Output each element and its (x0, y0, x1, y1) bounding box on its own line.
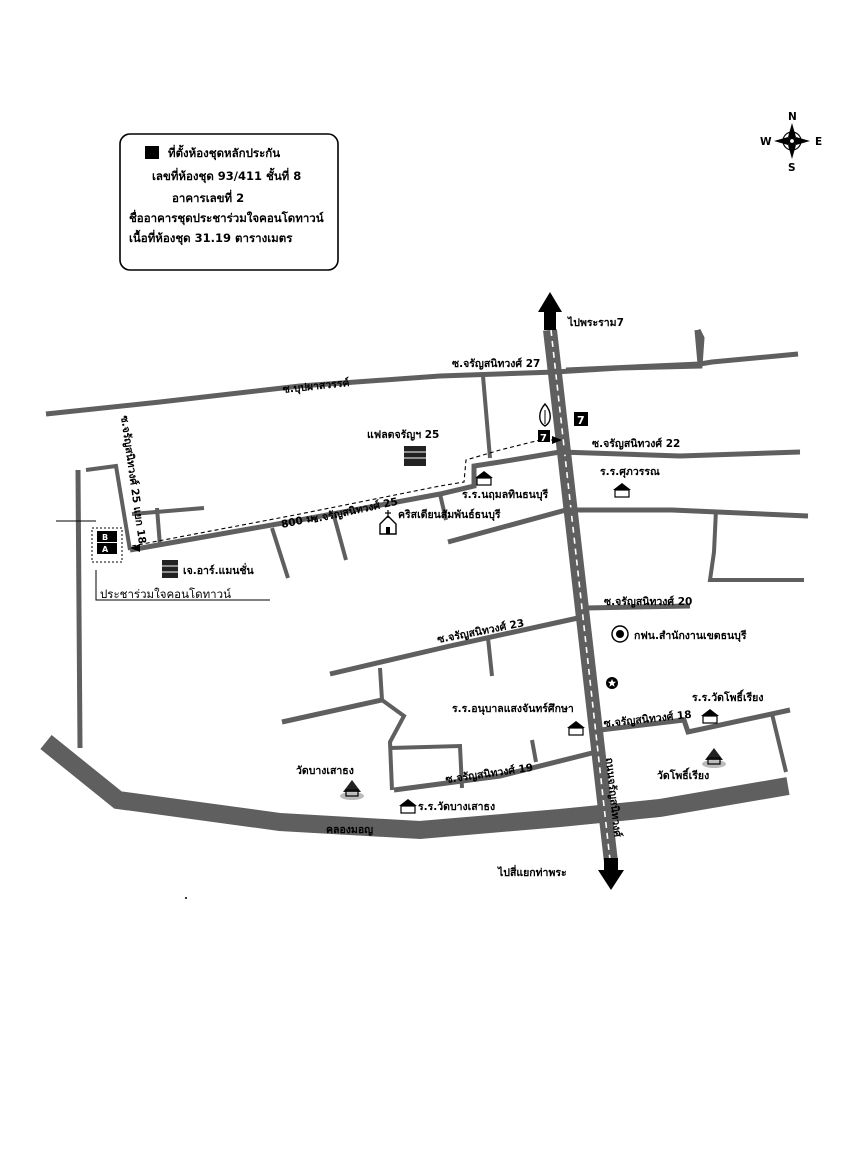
road-left-stub (131, 506, 205, 516)
road-soi25-branch3 (438, 493, 448, 521)
label-to-thapra: ไปสี่แยกท่าพระ (497, 864, 567, 879)
legend-title: ที่ตั้งห้องชุดหลักประกัน (168, 144, 280, 161)
road-soi-23 (329, 615, 579, 677)
label-charan25: ซ.จรัญสนิทวงศ์ 25 (310, 495, 399, 526)
legend-box (119, 133, 339, 271)
road-left-lane (75, 469, 83, 749)
compass-s: S (788, 162, 796, 174)
label-canal: คลองมอญ (326, 824, 373, 836)
label-charan22: ซ.จรัญสนิทวงศ์ 22 (592, 437, 680, 450)
label-school-naruemol: ร.ร.นฤมลทินธนบุรี (462, 488, 548, 502)
label-church: คริสเตียนสัมพันธ์ธนบุรี (398, 508, 501, 522)
label-school-wat-bang: ร.ร.วัดบางเสาธง (418, 801, 495, 813)
legend-marker-icon (145, 146, 159, 159)
road-soi25-branch1 (270, 527, 290, 579)
callout-line (95, 570, 270, 601)
compass-e: E (815, 136, 822, 148)
label-kindergarten: ร.ร.อนุบาลแสงจันทร์ศึกษา (452, 702, 574, 716)
road-church (447, 507, 809, 545)
church-icon (379, 510, 397, 535)
label-charan25-18: ซ.จรัญสนิทวงศ์ 25 แยก 18 (118, 415, 149, 545)
building-icon (404, 446, 426, 466)
road-soi-25 (129, 449, 561, 553)
road-east-loop (707, 509, 804, 582)
arrow-down-icon (598, 858, 624, 890)
school-icon (475, 471, 493, 486)
label-pea-office: กฟน.สำนักงานเขตธนบุรี (634, 629, 747, 643)
svg-text:7: 7 (540, 433, 547, 444)
office-emblem-icon (611, 625, 629, 643)
legend-room-no: เลขที่ห้องชุด 93/411 ชั้นที่ 8 (152, 167, 301, 184)
police-icon (606, 677, 618, 689)
condo-location (91, 527, 123, 563)
temple-icon (702, 748, 726, 768)
road-soi-20 (584, 603, 691, 611)
label-charan19: ซ.จรัญสนิทวงศ์ 19 (445, 761, 534, 786)
legend-building-no: อาคารเลขที่ 2 (172, 189, 244, 205)
stray-dot (185, 897, 187, 899)
road-north-east (565, 351, 799, 373)
road-soi23-loop (378, 667, 407, 791)
convenience-store-icon: 7 (574, 412, 588, 427)
arrow-up-icon (538, 292, 562, 330)
school-icon (399, 799, 417, 814)
route-arrow-left-icon (130, 544, 140, 552)
label-distance: 800 ม. (280, 512, 318, 531)
label-school-wat-pho: ร.ร.วัดโพธิ์เรียง (692, 689, 763, 704)
temple-icon (340, 780, 364, 800)
building-icon (162, 560, 178, 578)
compass-n: N (788, 111, 797, 123)
road-bupphasawan (45, 328, 705, 417)
road-soi18-branch (770, 713, 788, 773)
school-icon (567, 721, 585, 736)
label-to-rama7: ไปพระราม7 (567, 316, 624, 329)
route-arrow-icon (552, 436, 562, 444)
road-left-stub2 (155, 507, 162, 547)
road-soi-18 (599, 707, 791, 735)
school-icon (701, 709, 719, 724)
svg-text:7: 7 (577, 414, 585, 427)
road-soi19-stub (530, 739, 538, 763)
convenience-store-icon: 7 (538, 430, 550, 444)
compass-icon (774, 123, 810, 159)
road-soi-22 (559, 449, 801, 459)
label-jr-mansion: เจ.อาร์.แมนชั่น (183, 562, 255, 577)
label-prachar-condo: ประชาร่วมใจคอนโดทาวน์ (100, 587, 231, 601)
label-charan27: ซ.จรัญสนิทวงศ์ 27 (452, 357, 540, 370)
legend-area: เนื้อที่ห้องชุด 31.19 ตารางเมตร (129, 229, 293, 246)
label-school-suphawan: ร.ร.ศุภวรรณ (600, 466, 660, 479)
road-left-top (85, 463, 132, 551)
gas-station-icon (539, 402, 551, 427)
compass-w: W (760, 136, 772, 148)
school-icon (613, 483, 631, 498)
label-flat-charan25: แฟลตจรัญฯ 25 (367, 429, 439, 441)
label-wat-pho: วัดโพธิ์เรียง (657, 767, 709, 782)
label-wat-bang-sao-thong: วัดบางเสาธง (296, 765, 354, 777)
road-soi23-loop2 (389, 743, 464, 789)
label-bupphasawan: ซ.บุปผาสวรรค์ (282, 376, 350, 397)
road-north-branch (694, 329, 703, 365)
label-charan20: ซ.จรัญสนิทวงศ์ 20 (604, 595, 692, 608)
building-a-label: A (102, 545, 109, 554)
main-road-charan (543, 329, 618, 863)
road-soi23-west (281, 697, 383, 725)
canal-khlong-mon (40, 734, 790, 840)
route-dashed (131, 439, 552, 547)
road-27-stub (481, 375, 492, 459)
building-b-label: B (102, 533, 108, 542)
road-soi23-branch (486, 637, 494, 677)
legend-building-name: ชื่ออาคารชุดประชาร่วมใจคอนโดทาวน์ (129, 209, 324, 226)
road-soi25-branch2 (332, 515, 348, 561)
road-soi-19 (393, 749, 597, 793)
